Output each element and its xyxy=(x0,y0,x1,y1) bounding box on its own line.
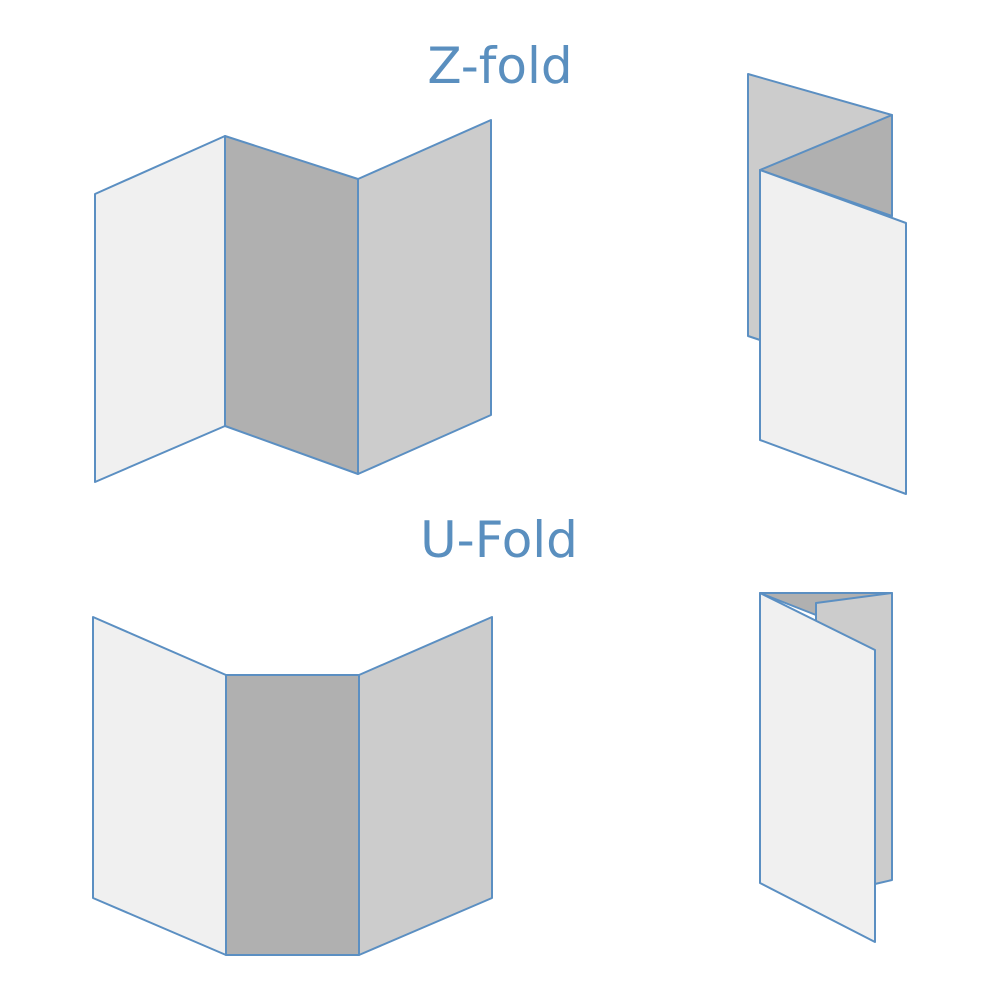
z-fold-open-middle-panel xyxy=(224,135,359,475)
u-fold-open-right-panel xyxy=(358,616,493,956)
z-fold-section: Z-fold xyxy=(94,37,907,495)
u-fold-title: U-Fold xyxy=(420,511,578,569)
u-fold-open-brochure xyxy=(92,616,493,956)
z-fold-closed-brochure xyxy=(747,73,907,495)
z-fold-title: Z-fold xyxy=(427,37,572,95)
z-fold-open-left-panel xyxy=(94,135,226,483)
u-fold-closed-brochure xyxy=(759,592,893,943)
u-fold-open-middle-panel xyxy=(225,674,360,956)
z-fold-closed-front-panel xyxy=(759,169,907,495)
z-fold-open-brochure xyxy=(94,119,492,483)
u-fold-closed-front-panel xyxy=(759,592,876,943)
u-fold-open-left-panel xyxy=(92,616,227,956)
z-fold-open-right-panel xyxy=(357,119,492,475)
u-fold-section: U-Fold xyxy=(92,511,893,956)
